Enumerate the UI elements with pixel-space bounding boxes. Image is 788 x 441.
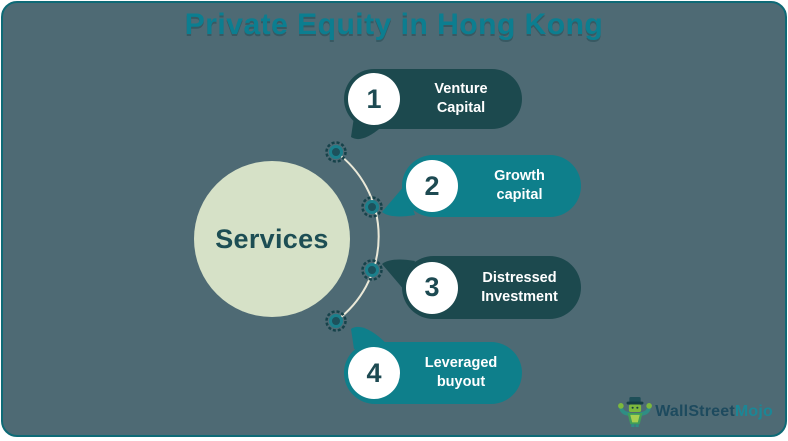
item-label: Venture Capital [400,80,522,118]
item-label-text: Venture Capital [434,81,488,116]
connector-dot [325,141,347,163]
page-title: Private Equity in Hong Kong [184,8,604,41]
wallstreetmojo-mascot-icon [618,396,653,428]
connector-arc [335,151,380,322]
item-label-text: Growth capital [494,168,545,203]
item-label: Leveraged buyout [400,354,522,392]
wallstreetmojo-logo: WallStreetMojo [618,396,773,428]
item-number-badge: 1 [348,73,400,125]
item-label: Distressed Investment [458,269,581,307]
connector-dot [361,259,383,281]
center-node-label: Services [215,223,329,254]
logo-text-mojo: Mojo [734,403,773,420]
item-label: Growth capital [458,167,581,205]
item-label-text: Distressed Investment [481,269,558,305]
connector-dot [325,310,347,332]
service-item-4: 4 Leveraged buyout [344,342,522,404]
center-node-services: Services [194,161,350,317]
service-item-3: 3 Distressed Investment [402,256,581,319]
item-number: 2 [424,170,440,201]
service-item-2: 2 Growth capital [402,155,581,217]
logo-text-wallstreet: WallStreet [655,403,735,420]
connector-graphics [325,117,415,349]
item-number: 1 [366,83,382,114]
service-item-1: 1 Venture Capital [344,69,522,129]
wallstreetmojo-wordmark: WallStreetMojo [655,403,773,421]
item-label-text: Leveraged buyout [424,355,498,390]
item-number-badge: 3 [406,261,458,314]
item-number-badge: 4 [348,347,400,399]
connector-dot [361,196,383,218]
item-number: 4 [366,357,382,388]
item-number-badge: 2 [406,160,458,212]
item-number: 3 [424,272,440,302]
